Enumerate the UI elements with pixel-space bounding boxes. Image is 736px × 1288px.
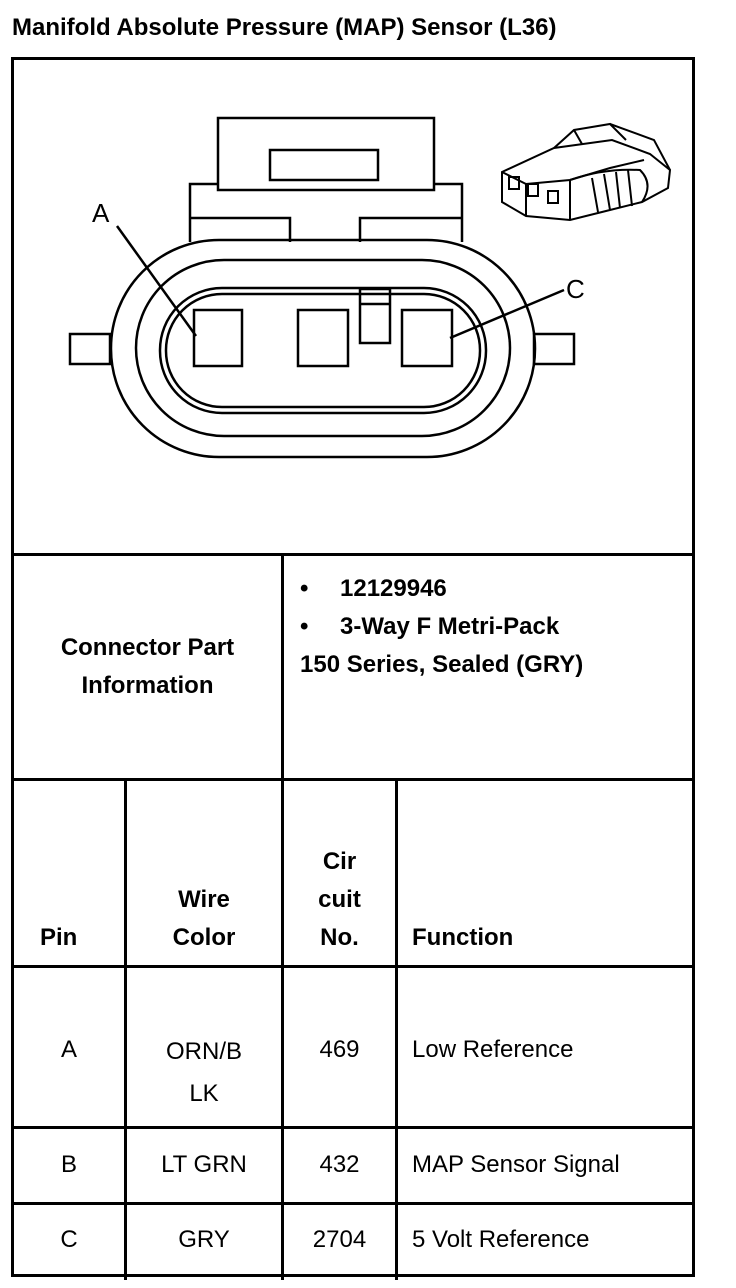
terminal-c	[400, 308, 454, 368]
terminal-b	[296, 308, 350, 368]
cell-wire-color: LT GRN	[161, 1151, 247, 1178]
cell-wire-color: GRY	[178, 1226, 230, 1253]
divider-table-header	[14, 965, 692, 968]
latch-base	[190, 216, 462, 242]
bullet-icon: •	[300, 575, 309, 602]
latch-shoulder	[188, 182, 464, 242]
latch-top	[216, 116, 436, 192]
divider-col-wire	[281, 778, 284, 1280]
divider-diagram	[14, 553, 692, 556]
header-wire-color: Wire Color	[172, 886, 236, 951]
key-post	[358, 287, 392, 345]
cell-circuit: 2704	[312, 1226, 367, 1253]
connector-thumbnail	[501, 122, 672, 222]
list-item: • 3-Way F Metri-Pack	[300, 608, 692, 646]
divider-row-b	[14, 1202, 692, 1205]
connector-face	[158, 286, 488, 415]
pin-label-c: C	[566, 274, 585, 304]
connector-part-info-list: • 12129946 • 3-Way F Metri-Pack 150 Seri…	[284, 570, 692, 684]
table-row: C GRY 2704 5 Volt Reference	[14, 1205, 692, 1277]
leader-line-a	[115, 225, 198, 337]
cell-function: Low Reference	[412, 1036, 574, 1063]
divider-part-info	[14, 778, 692, 781]
cell-circuit: 469	[319, 1036, 360, 1063]
terminal-a	[192, 308, 244, 368]
divider-col-circuit	[395, 778, 398, 1280]
part-number: 12129946	[340, 575, 447, 602]
cell-pin: B	[60, 1151, 77, 1178]
cell-pin: C	[60, 1226, 78, 1253]
bullet-icon: •	[300, 613, 309, 640]
connector-series: 150 Series, Sealed (GRY)	[300, 651, 584, 678]
connector-outer-shell	[109, 238, 537, 459]
connector-type: 3-Way F Metri-Pack	[340, 613, 560, 640]
cell-function: 5 Volt Reference	[412, 1226, 590, 1253]
connector-part-info-label: Connector Part Information	[14, 556, 281, 778]
pin-label-a: A	[92, 198, 110, 228]
header-circuit-no: Cir cuit No.	[318, 848, 361, 951]
side-tab-right	[532, 332, 576, 366]
side-tab-left	[68, 332, 112, 366]
cell-function: MAP Sensor Signal	[412, 1151, 620, 1178]
connector-part-info-label-line1: Connector Part	[60, 634, 235, 661]
divider-part-info-vertical	[281, 553, 284, 781]
list-item: • 12129946	[300, 570, 692, 608]
header-function: Function	[412, 924, 514, 951]
header-pin: Pin	[40, 924, 78, 951]
divider-row-a	[14, 1126, 692, 1129]
connector-outer-shell-inner	[134, 258, 512, 438]
connector-part-info-label-line2: Information	[81, 672, 214, 699]
cell-pin: A	[60, 1036, 77, 1063]
cell-wire-color: ORN/B LK	[165, 1038, 242, 1107]
leader-line-c	[449, 288, 565, 340]
connector-diagram: A C	[68, 116, 672, 459]
divider-col-pin	[124, 778, 127, 1280]
table-row: B LT GRN 432 MAP Sensor Signal	[14, 1129, 692, 1202]
connector-face-inner	[164, 292, 482, 409]
page-title: Manifold Absolute Pressure (MAP) Sensor …	[12, 14, 557, 41]
connector-frame: A C Connector Part Information • 1212994…	[11, 57, 695, 1280]
table-row: A ORN/B LK 469 Low Reference	[14, 968, 692, 1126]
latch-slot	[268, 148, 380, 182]
cell-circuit: 432	[319, 1151, 360, 1178]
